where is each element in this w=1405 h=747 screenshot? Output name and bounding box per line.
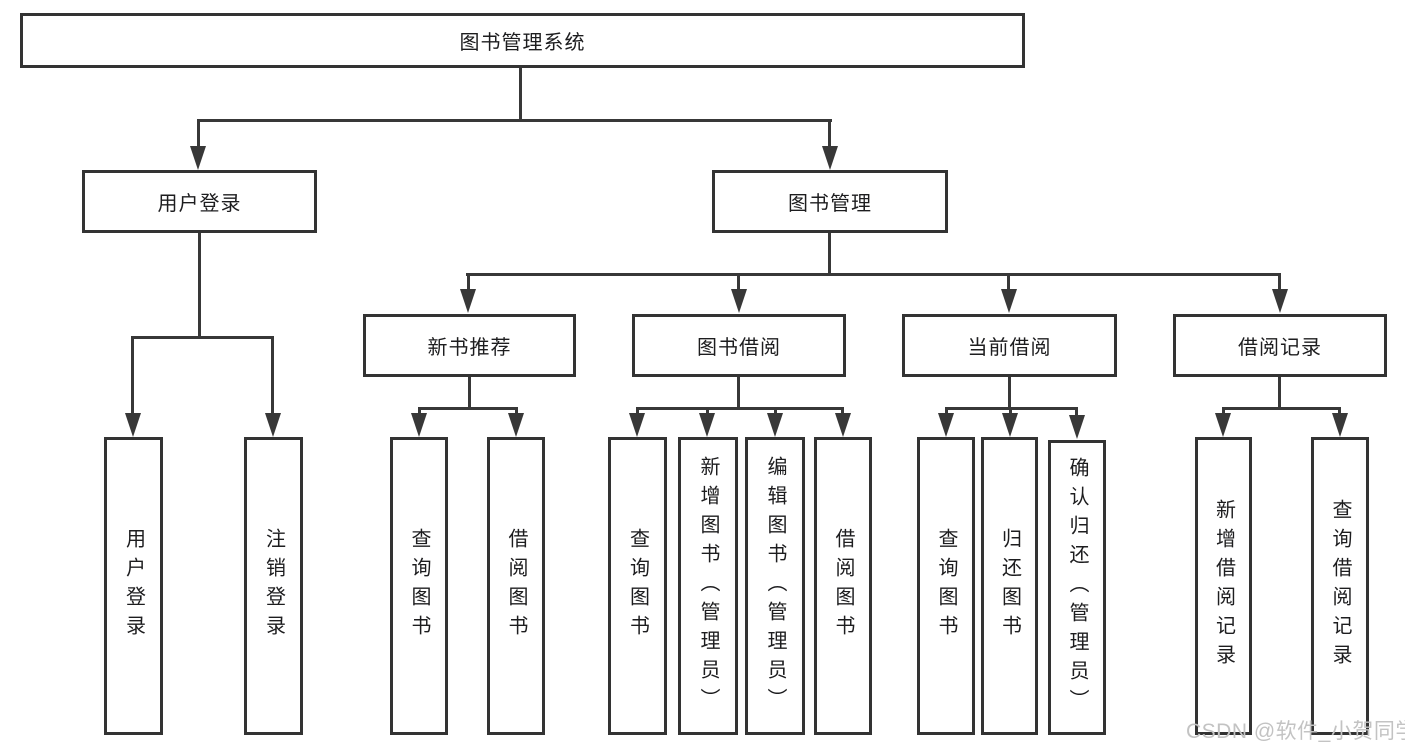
leaf-add-book-admin: 新增图书（管理员） [678, 437, 738, 735]
leaf-query-books-recommend: 查询图书 [390, 437, 448, 735]
connector-line [197, 119, 832, 122]
leaf-label: 查询图书 [626, 528, 649, 644]
leaf-label: 查询图书 [935, 528, 957, 644]
leaf-label: 借阅图书 [505, 528, 527, 644]
node-label: 当前借阅 [967, 337, 1052, 359]
arrow-down-icon [822, 146, 838, 170]
leaf-label: 新增借阅记录 [1212, 499, 1235, 673]
node-label: 图书借阅 [697, 337, 781, 359]
node-label: 借阅记录 [1238, 337, 1322, 359]
leaf-borrow-books-recommend: 借阅图书 [487, 437, 545, 735]
leaf-edit-book-admin: 编辑图书（管理员） [745, 437, 805, 735]
node-user-login: 用户登录 [82, 170, 317, 233]
arrow-down-icon [767, 413, 783, 437]
node-new-book-recommendation: 新书推荐 [363, 314, 576, 377]
leaf-user-login: 用户登录 [104, 437, 163, 735]
arrow-down-icon [938, 413, 954, 437]
arrow-down-icon [1001, 289, 1017, 313]
leaf-label: 查询借阅记录 [1329, 499, 1351, 673]
arrow-down-icon [411, 413, 427, 437]
arrow-down-icon [190, 146, 206, 170]
arrow-down-icon [835, 413, 851, 437]
connector-line [467, 273, 470, 291]
connector-line [1278, 273, 1281, 291]
arrow-down-icon [265, 413, 281, 437]
leaf-borrow-books-borrowing: 借阅图书 [814, 437, 872, 735]
connector-line [131, 336, 274, 339]
connector-line [418, 407, 421, 415]
leaf-return-book: 归还图书 [981, 437, 1038, 735]
connector-line [418, 407, 518, 410]
leaf-confirm-return-admin: 确认归还（管理员） [1048, 440, 1106, 735]
connector-line [706, 407, 709, 415]
leaf-query-books-borrowing: 查询图书 [608, 437, 667, 735]
connector-line [841, 407, 844, 415]
node-label: 图书管理系统 [459, 32, 586, 54]
connector-line [828, 233, 831, 275]
node-label: 新书推荐 [427, 337, 512, 359]
leaf-query-books-current: 查询图书 [917, 437, 975, 735]
leaf-label: 注销登录 [262, 528, 285, 644]
node-book-borrowing: 图书借阅 [632, 314, 846, 377]
node-label: 图书管理 [788, 193, 872, 215]
leaf-label: 用户登录 [122, 528, 145, 644]
node-current-borrowing: 当前借阅 [902, 314, 1117, 377]
arrow-down-icon [699, 413, 715, 437]
connector-line [828, 119, 831, 147]
leaf-query-borrow-record: 查询借阅记录 [1311, 437, 1369, 735]
arrow-down-icon [731, 289, 747, 313]
arrow-down-icon [1332, 413, 1348, 437]
node-root: 图书管理系统 [20, 13, 1025, 68]
leaf-label: 新增图书（管理员） [697, 455, 719, 717]
connector-line [737, 377, 740, 410]
connector-line [636, 407, 844, 410]
connector-line [1075, 407, 1078, 415]
connector-line [1222, 407, 1225, 415]
connector-line [1008, 377, 1011, 410]
arrow-down-icon [1002, 413, 1018, 437]
leaf-label: 确认归还（管理员） [1066, 457, 1088, 718]
connector-line [774, 407, 777, 415]
connector-line [198, 233, 201, 338]
connector-line [1007, 273, 1010, 291]
node-label: 用户登录 [157, 193, 242, 215]
connector-line [515, 407, 518, 415]
connector-line [1222, 407, 1341, 410]
connector-line [1009, 407, 1012, 415]
connector-line [131, 336, 134, 414]
arrow-down-icon [508, 413, 524, 437]
leaf-label: 借阅图书 [832, 528, 854, 644]
connector-line [466, 273, 1281, 276]
connector-line [271, 336, 274, 414]
leaf-add-borrow-record: 新增借阅记录 [1195, 437, 1252, 735]
node-book-management: 图书管理 [712, 170, 948, 233]
leaf-label: 编辑图书（管理员） [764, 455, 786, 717]
arrow-down-icon [460, 289, 476, 313]
connector-line [945, 407, 948, 415]
arrow-down-icon [1215, 413, 1231, 437]
watermark: CSDN @软件_小贺同学 [1186, 720, 1405, 743]
leaf-logout: 注销登录 [244, 437, 303, 735]
connector-line [197, 119, 200, 147]
connector-line [1338, 407, 1341, 415]
connector-line [636, 407, 639, 415]
connector-line [737, 273, 740, 291]
arrow-down-icon [1272, 289, 1288, 313]
leaf-label: 归还图书 [998, 528, 1021, 644]
node-borrowing-records: 借阅记录 [1173, 314, 1387, 377]
connector-line [1278, 377, 1281, 410]
connector-line [519, 68, 522, 121]
arrow-down-icon [1069, 415, 1085, 439]
arrow-down-icon [125, 413, 141, 437]
leaf-label: 查询图书 [408, 528, 430, 644]
connector-line [468, 377, 471, 410]
arrow-down-icon [629, 413, 645, 437]
